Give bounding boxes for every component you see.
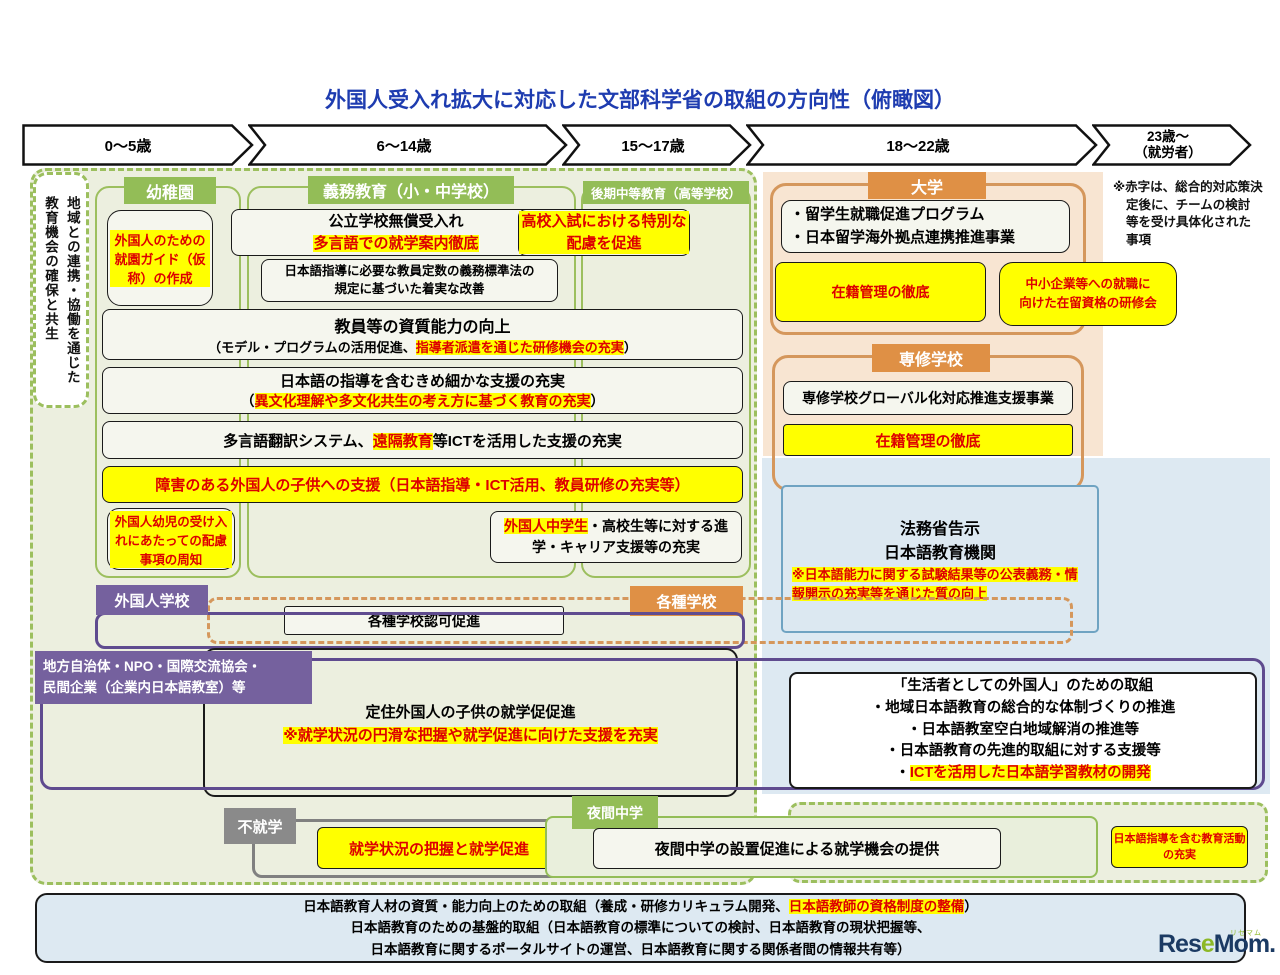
page-title: 外国人受入れ拡大に対応した文部科学省の取組の方向性（俯瞰図） bbox=[325, 89, 955, 112]
bottom-line-1: 日本語教育人材の資質・能力向上のための取組（養成・研修カリキュラム開発、日本語教… bbox=[303, 898, 978, 914]
resemom-logo: リセマム ReseMom. bbox=[1158, 930, 1276, 958]
bottom-line-2: 日本語教育のための基盤的取組（日本語教育の標準についての検討、日本語教育の現状把… bbox=[350, 920, 931, 936]
box-ninka: 各種学校認可促進 bbox=[284, 606, 564, 635]
tab-daigaku: 大学 bbox=[868, 172, 986, 199]
box-teiju: 定住外国人の子供の就学促促進 ※就学状況の円滑な把握や就学促進に向けた支援を充実 bbox=[203, 648, 738, 797]
box-koko-nyushi: 高校入試における特別な配慮を促進 bbox=[518, 209, 690, 256]
box-koritsu: 公立学校無償受入れ 多言語での就学案内徹底 bbox=[231, 209, 561, 256]
arrow-shape bbox=[248, 124, 568, 166]
arrow-shape bbox=[562, 124, 752, 166]
box-shishitsu: 教員等の資質能力の向上 （モデル・プログラムの活用促進、指導者派遣を通じた研修機… bbox=[102, 309, 743, 360]
arrow-shape bbox=[1092, 124, 1252, 166]
box-shuen-guide: 外国人のための就園ガイド（仮称）の作成 bbox=[107, 210, 213, 306]
box-homusho: 法務省告示 日本語教育機関 ※日本語能力に関する試験結果等の公表義務・情報開示の… bbox=[781, 485, 1099, 633]
box-seikatsusha: 「生活者としての外国人」のための取組 ・地域日本語教育の総合的な体制づくりの推進… bbox=[789, 672, 1257, 789]
tab-kakushu: 各種学校 bbox=[630, 586, 743, 616]
arrow-shape bbox=[746, 124, 1098, 166]
box-ryugaku: ・留学生就職促進プログラム ・日本留学海外拠点連携推進事業 bbox=[781, 200, 1070, 253]
box-zaiseki-daigaku: 在籍管理の徹底 bbox=[775, 262, 986, 322]
age-arrow-4: 23歳～ （就労者） bbox=[1092, 124, 1252, 166]
tab-kouki: 後期中等教育（高等学校） bbox=[583, 181, 749, 204]
tab-gimu: 義務教育（小・中学校） bbox=[308, 176, 514, 204]
sidebar-vertical-text: 地域との連携・協働を通じた 教育機会の確保と共生 bbox=[43, 195, 80, 385]
container-chiho bbox=[40, 658, 1265, 790]
age-arrow-2: 15～17歳 bbox=[562, 124, 752, 166]
age-arrow-label: 0～5歳 bbox=[104, 137, 152, 155]
age-arrow-label: 15～17歳 bbox=[621, 137, 685, 155]
box-kimekomaka: 日本語の指導を含むきめ細かな支援の充実 （異文化理解や多文化共生の考え方に基づく… bbox=[102, 367, 743, 414]
arrow-shape bbox=[22, 124, 254, 166]
highlight: 日本語教師の資格制度の整備 bbox=[788, 898, 965, 914]
age-arrow-3: 18～22歳 bbox=[746, 124, 1098, 166]
tab-fushugaku: 不就学 bbox=[224, 808, 296, 844]
red-text-note: ※赤字は、総合的対応策決 定後に、チームの検討 等を受け具体化された 事項 bbox=[1113, 179, 1280, 249]
age-arrow-label: 23歳～ （就労者） bbox=[1134, 128, 1202, 160]
box-yakan-secchi: 夜間中学の設置促進による就学機会の提供 bbox=[593, 828, 1001, 869]
box-teisu: 日本語指導に必要な教員定数の義務標準法の 規定に基づいた着実な改善 bbox=[261, 259, 558, 302]
bottom-foundation-box: 日本語教育人材の資質・能力向上のための取組（養成・研修カリキュラム開発、日本語教… bbox=[35, 893, 1246, 963]
box-senshu-jigyo: 専修学校グローバル化対応推進支援事業 bbox=[783, 381, 1073, 415]
box-chugakusei: 外国人中学生・高校生等に対する進学・キャリア支援等の充実 bbox=[490, 511, 742, 563]
age-arrow-0: 0～5歳 bbox=[22, 124, 254, 166]
box-shogai: 障害のある外国人の子供への支援（日本語指導・ICT活用、教員研修の充実等） bbox=[102, 466, 743, 503]
bottom-line-3: 日本語教育に関するポータルサイトの運営、日本語教育に関する関係者間の情報共有等） bbox=[370, 941, 911, 957]
tab-yakan: 夜間中学 bbox=[572, 796, 658, 829]
age-arrow-1: 6～14歳 bbox=[248, 124, 568, 166]
age-arrow-label: 6～14歳 bbox=[376, 137, 432, 155]
tab-chiho: 地方自治体・NPO・国際交流協会・ 民間企業（企業内日本語教室）等 bbox=[35, 651, 312, 704]
box-shugaku-sokushin: 就学状況の把握と就学促進 bbox=[317, 827, 561, 869]
box-chusho: 中小企業等への就職に 向けた在留資格の研修会 bbox=[999, 262, 1177, 326]
tab-youchien: 幼稚園 bbox=[124, 177, 216, 204]
note-line: 等を受け具体化された bbox=[1126, 215, 1252, 229]
container-gaikokujin-gakko bbox=[95, 612, 745, 649]
box-tagengo: 多言語翻訳システム、遠隔教育等ICTを活用した支援の充実 bbox=[102, 421, 743, 459]
resemom-ruby: リセマム bbox=[1230, 930, 1262, 937]
note-line: ※赤字は、総合的対応策決 bbox=[1113, 180, 1263, 194]
container-senshu bbox=[772, 355, 1084, 491]
box-zaiseki-senshu: 在籍管理の徹底 bbox=[783, 424, 1073, 456]
sidebar-vertical-label: 地域との連携・協働を通じた 教育機会の確保と共生 bbox=[33, 172, 89, 408]
box-yoji: 外国人幼児の受け入れにあたっての配慮事項の周知 bbox=[107, 508, 235, 570]
tab-gaikokujin-gakko: 外国人学校 bbox=[96, 585, 208, 615]
age-arrow-label: 18～22歳 bbox=[886, 137, 950, 155]
note-line: 定後に、チームの検討 bbox=[1126, 197, 1251, 212]
tab-senshu: 専修学校 bbox=[872, 344, 990, 372]
note-line: 事項 bbox=[1126, 232, 1152, 247]
box-nihongo-shido: 日本語指導を含む教育活動の充実 bbox=[1111, 826, 1248, 868]
